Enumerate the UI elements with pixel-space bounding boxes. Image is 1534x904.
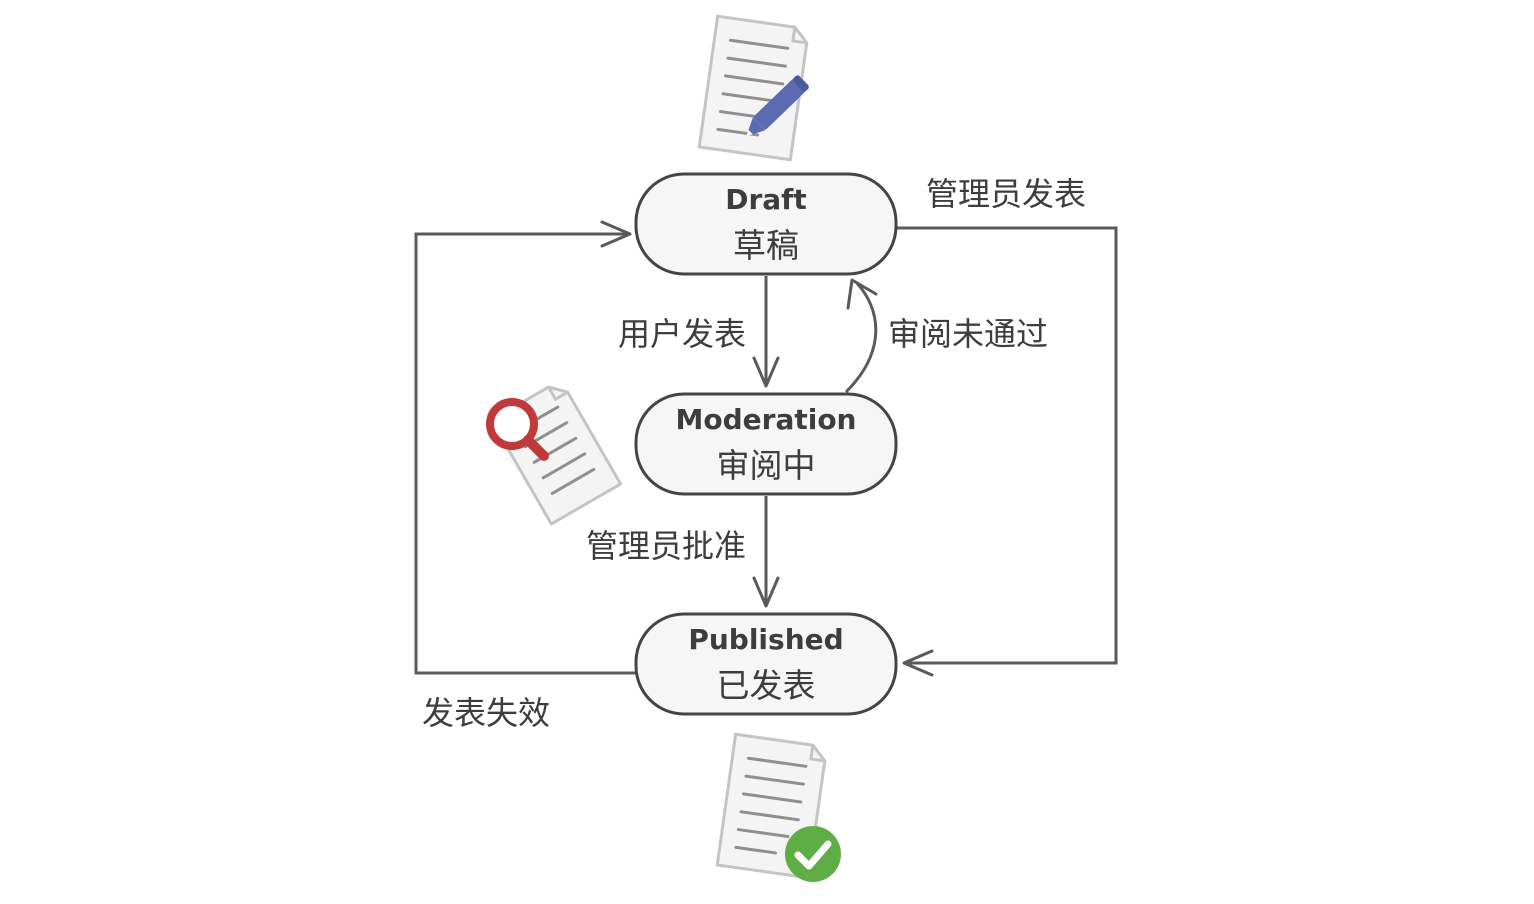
state-draft: Draft 草稿 [634, 172, 898, 276]
edge-admin-publish [896, 226, 1118, 677]
state-published: Published 已发表 [634, 612, 898, 716]
state-published-title-en: Published [688, 623, 843, 656]
checkmark-icon [785, 826, 841, 882]
label-review-failed: 审阅未通过 [888, 315, 1048, 353]
magnifier-icon [486, 398, 549, 461]
edge-admin-approve [752, 496, 780, 608]
label-admin-publish: 管理员发表 [926, 175, 1086, 213]
state-draft-title-en: Draft [725, 183, 807, 216]
state-draft-title-zh: 草稿 [733, 226, 799, 265]
state-published-title-zh: 已发表 [717, 666, 816, 705]
state-moderation: Moderation 审阅中 [634, 392, 898, 496]
label-user-publish: 用户发表 [618, 315, 746, 353]
state-moderation-title-zh: 审阅中 [717, 446, 816, 485]
edge-publish-expired [414, 220, 636, 675]
edge-review-failed [844, 278, 878, 394]
document-pencil-icon [697, 14, 809, 162]
label-admin-approve: 管理员批准 [586, 527, 746, 565]
label-publish-expired: 发表失效 [422, 694, 550, 732]
edge-user-publish [752, 276, 780, 388]
state-moderation-title-en: Moderation [676, 403, 857, 436]
